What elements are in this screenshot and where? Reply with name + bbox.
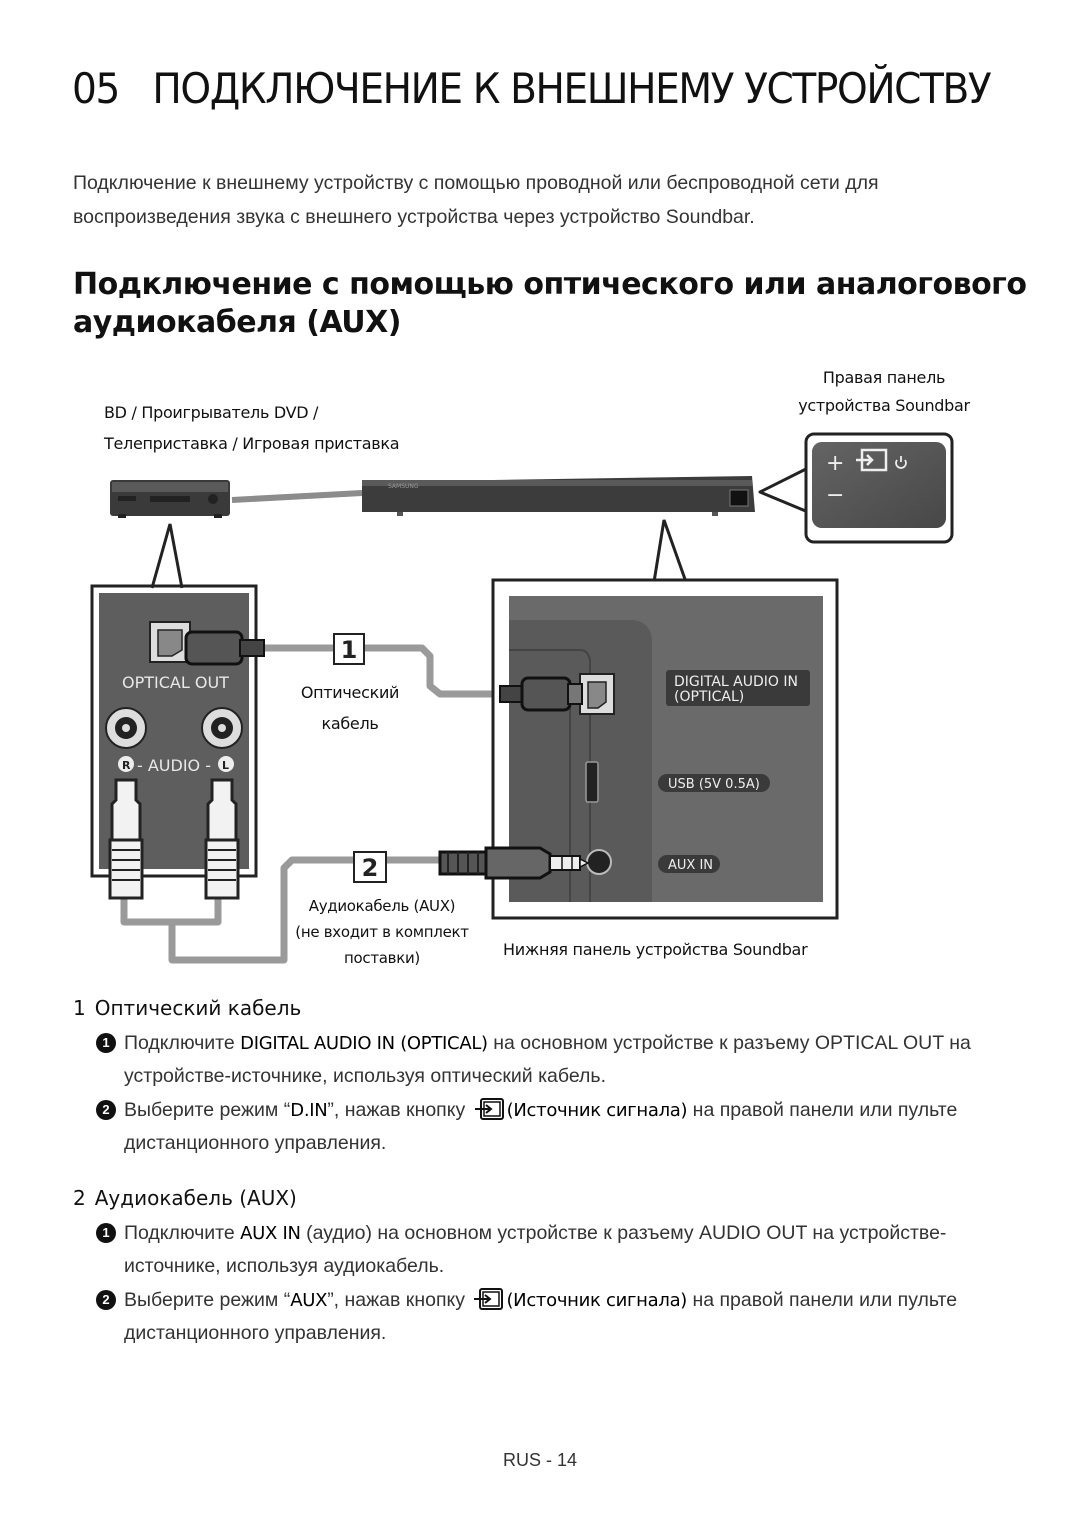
- aux-cable-label-3: поставки): [344, 949, 420, 967]
- source-device-drawing: [110, 480, 230, 518]
- audio-l-label: L: [222, 759, 229, 772]
- step-bullet: 1: [96, 1223, 116, 1243]
- subsection-title: Аудиокабель (AUX): [94, 1186, 297, 1210]
- plus-icon: +: [826, 451, 844, 476]
- optical-cable-line: [262, 644, 500, 698]
- source-panel-callout: OPTICAL OUT R - AUDIO - L: [90, 523, 265, 900]
- source-button-icon: [856, 448, 888, 472]
- step-bullet: 2: [96, 1290, 116, 1310]
- source-device-label-1: BD / Проигрыватель DVD /: [104, 403, 319, 422]
- connection-diagram: SAMSUNG + − OPTICAL OUT: [90, 432, 954, 964]
- optical-cable-label-1: Оптический: [300, 683, 400, 702]
- step-bullet: 1: [96, 1033, 116, 1053]
- step-bullet: 2: [96, 1100, 116, 1120]
- digital-in-label-1: DIGITAL AUDIO IN: [674, 674, 798, 690]
- cables: [120, 490, 500, 964]
- optical-out-label: OPTICAL OUT: [122, 673, 229, 692]
- brand-text: SAMSUNG: [388, 483, 419, 490]
- aux-cable-label-2: (не входит в комплект: [295, 923, 469, 941]
- minus-icon: −: [826, 483, 844, 508]
- page-number: RUS - 14: [502, 1450, 578, 1470]
- aux-cable-label-1: Аудиокабель (AUX): [308, 897, 456, 915]
- right-panel-label-1: Правая панель: [822, 368, 946, 387]
- power-icon: [895, 456, 907, 469]
- rca-plug-right: [204, 778, 240, 900]
- svg-text:2: 2: [362, 854, 379, 882]
- hdmi-line: [231, 490, 363, 503]
- source-device-label-2: Телеприставка / Игровая приставка: [104, 434, 400, 453]
- chapter-title: 05 ПОДКЛЮЧЕНИЕ К ВНЕШНЕМУ УСТРОЙСТВУ: [72, 64, 992, 113]
- chapter-title-text: ПОДКЛЮЧЕНИЕ К ВНЕШНЕМУ УСТРОЙСТВУ: [152, 64, 991, 113]
- audio-r-label: R: [122, 759, 131, 772]
- optical-cable-label-2: кабель: [321, 714, 379, 733]
- subsection-optical-heading: 1 Оптический кабель: [73, 996, 301, 1020]
- step-optical-2: 2 Выберите режим “D.IN”, нажав кнопку (И…: [96, 1094, 1026, 1160]
- bottom-panel-label: Нижняя панель устройства Soundbar: [503, 940, 808, 959]
- audio-label: - AUDIO -: [137, 756, 211, 775]
- step-optical-1: 1 Подключите DIGITAL AUDIO IN (OPTICAL) …: [96, 1027, 1026, 1093]
- source-button-icon: [474, 1098, 504, 1120]
- marker-1: 1: [333, 633, 365, 665]
- subsection-number: 1: [73, 996, 86, 1020]
- svg-text:1: 1: [341, 636, 358, 664]
- subsection-aux-heading: 2 Аудиокабель (AUX): [73, 1186, 297, 1210]
- marker-2: 2: [353, 851, 387, 883]
- chapter-number: 05: [72, 64, 120, 113]
- right-panel-callout: + −: [758, 432, 954, 544]
- source-button-icon: [474, 1288, 504, 1310]
- section-title: Подключение с помощью оптического или ан…: [73, 267, 1027, 340]
- soundbar-drawing: SAMSUNG: [362, 476, 755, 516]
- aux-cable-line: [120, 856, 440, 964]
- subsection-number: 2: [73, 1186, 86, 1210]
- intro-paragraph: Подключение к внешнему устройству с помо…: [73, 172, 879, 228]
- right-panel-label-2: устройства Soundbar: [798, 396, 970, 415]
- digital-in-label-2: (OPTICAL): [674, 689, 744, 705]
- subsection-title: Оптический кабель: [94, 996, 302, 1020]
- step-aux-1: 1 Подключите AUX IN (аудио) на основном …: [96, 1217, 1026, 1283]
- step-aux-2: 2 Выберите режим “AUX”, нажав кнопку (Ис…: [96, 1284, 1026, 1350]
- rca-plug-left: [108, 778, 144, 900]
- usb-label: USB (5V 0.5A): [668, 777, 760, 792]
- aux-in-label: AUX IN: [668, 858, 713, 873]
- bottom-panel-callout: DIGITAL AUDIO IN (OPTICAL) USB (5V 0.5A)…: [438, 519, 839, 920]
